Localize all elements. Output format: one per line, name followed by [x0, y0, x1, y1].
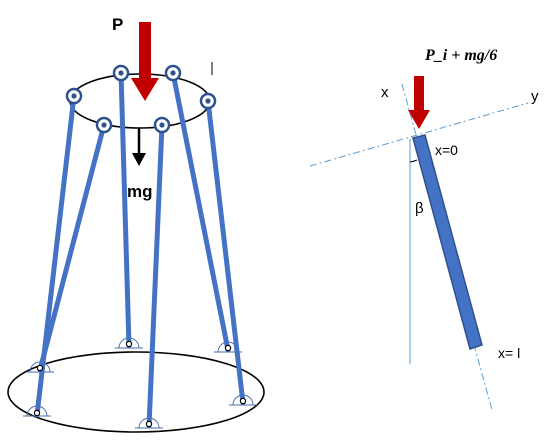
load-label-pi: P_i + mg/6 [424, 47, 497, 64]
weight-label-mg: mg [127, 182, 153, 201]
axis-x-label: x [381, 84, 389, 101]
load-label-p: P [112, 15, 123, 34]
load-arrow-p [131, 22, 159, 101]
top-joint-5 [95, 116, 113, 134]
strut-4 [170, 70, 231, 353]
top-joints [65, 64, 217, 134]
angle-arc [409, 159, 418, 163]
base-platform-ellipse [7, 351, 265, 433]
angle-label-beta: β [415, 200, 424, 217]
strut-5 [205, 98, 246, 406]
top-joint-6 [153, 116, 171, 134]
load-arrow-pi [408, 76, 430, 129]
top-joint-1 [65, 87, 83, 105]
strut-3 [118, 70, 132, 349]
base-joint-pins [33, 340, 247, 428]
bottom-station-label: x= l [498, 345, 520, 361]
top-joint-3 [164, 64, 182, 82]
gravity-arrow [132, 128, 146, 166]
top-station-label: x=0 [435, 142, 458, 158]
top-joint-4 [199, 92, 217, 110]
strut-6 [146, 122, 165, 429]
axis-y-label: y [531, 88, 539, 105]
strut-bar [412, 134, 483, 350]
top-joint-2 [112, 64, 130, 82]
struts [34, 70, 246, 429]
strut-2 [37, 122, 107, 373]
